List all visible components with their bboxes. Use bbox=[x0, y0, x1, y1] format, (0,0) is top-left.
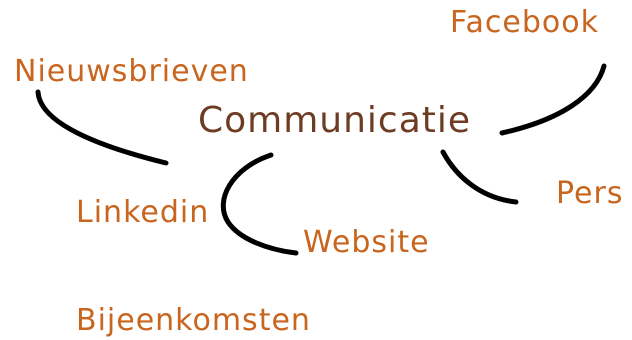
branch-pers: Pers bbox=[556, 176, 624, 211]
center-node-communicatie: Communicatie bbox=[198, 100, 472, 141]
connector-nieuwsbrieven bbox=[35, 89, 169, 166]
connector-pers bbox=[440, 149, 519, 205]
connector-facebook bbox=[499, 63, 607, 136]
connector-website bbox=[220, 152, 299, 256]
branch-website: Website bbox=[303, 225, 430, 260]
branch-nieuwsbrieven: Nieuwsbrieven bbox=[14, 54, 249, 89]
branch-linkedin: Linkedin bbox=[76, 195, 210, 230]
branch-bijeenkomsten: Bijeenkomsten bbox=[76, 303, 311, 338]
branch-facebook: Facebook bbox=[450, 5, 599, 40]
